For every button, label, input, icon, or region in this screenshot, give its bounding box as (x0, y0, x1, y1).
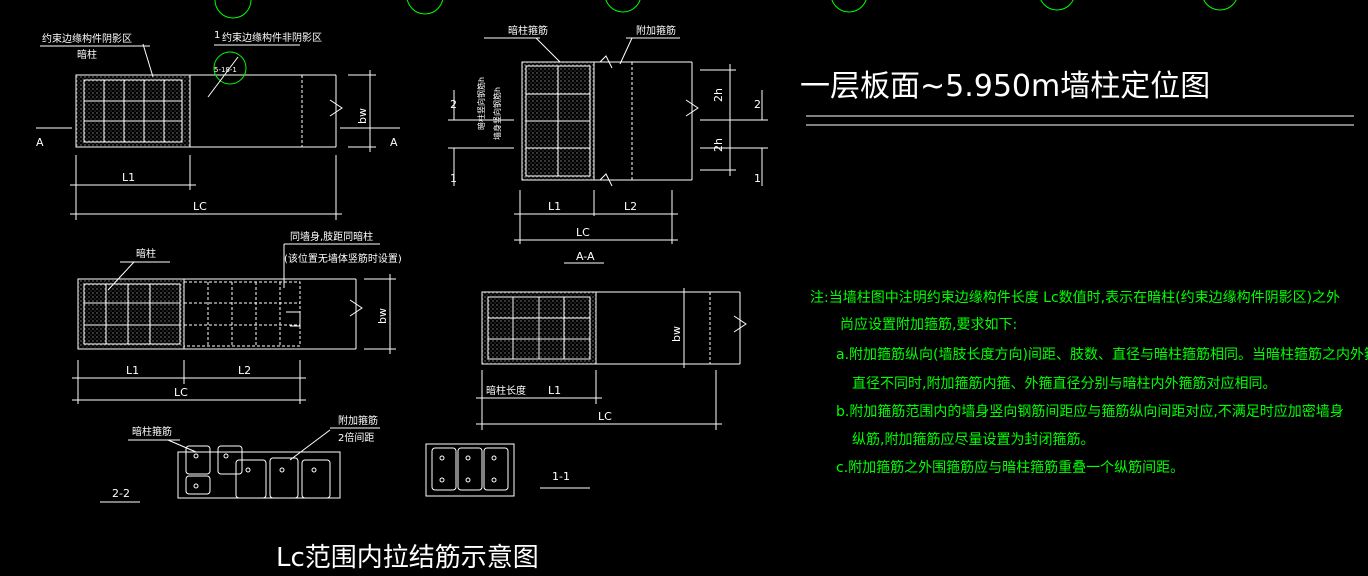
section-1-1: 1-1 (425, 443, 590, 497)
dim-lc: LC (193, 200, 207, 213)
section-num-2-left: 2 (450, 98, 457, 111)
dim-l1-mid: L1 (126, 364, 139, 377)
plan-top-left: 约束边缘构件阴影区 暗柱 1 约束边缘构件非阴影区 5-18-1 A A bw … (36, 30, 400, 220)
dim-2h-bottom: 2h (712, 138, 725, 152)
plan-mid-left: 暗柱 同墙身,肢距同暗柱 (该位置无墙体竖筋时设置) bw L1 L2 LC (72, 230, 402, 404)
label-extra-stirrup-top: 附加箍筋 (636, 24, 676, 37)
note-line-5: b.附加箍筋范围内的墙身竖向钢筋间距应与箍筋纵向间距对应,不满足时应加密墙身 (836, 403, 1344, 420)
label-nonshadow-prefix: 1 (214, 30, 220, 41)
dim-l1-right: L1 (548, 384, 561, 397)
note-line-2: 尚应设置附加箍筋,要求如下: (840, 316, 1017, 333)
label-col-length: 暗柱长度 (486, 384, 526, 397)
drawing-title-block: 一层板面~5.950m墙柱定位图 (800, 69, 1354, 126)
section-title-11: 1-1 (552, 470, 570, 483)
label-nonshadow-zone: 约束边缘构件非阴影区 (222, 31, 322, 44)
note-line-3: a.附加箍筋纵向(墙肢长度方向)间距、肢数、直径与暗柱箍筋相同。当暗柱箍筋之内外… (836, 346, 1368, 363)
label-shadow-zone: 约束边缘构件阴影区 (42, 32, 132, 45)
dim-l1-aa: L1 (548, 200, 561, 213)
section-mark-a-right: A (390, 136, 398, 149)
bubble-ref: 5-18-1 (214, 66, 237, 74)
section-num-2-right: 2 (754, 98, 761, 111)
note-line-7: c.附加箍筋之外围箍筋应与暗柱箍筋重叠一个纵筋间距。 (836, 459, 1184, 476)
grid-bubbles-top (214, 0, 1237, 19)
dim-bw-mid: bw (376, 308, 389, 324)
drawing-title: 一层板面~5.950m墙柱定位图 (800, 69, 1210, 104)
label-same-spacing: 同墙身,肢距同暗柱 (290, 230, 373, 243)
dim-l2-aa: L2 (624, 200, 637, 213)
label-hidden-stirrup-bottom: 暗柱箍筋 (132, 425, 172, 438)
section-a-a: 暗柱箍筋 附加箍筋 暗柱竖向钢筋h 墙身竖向钢筋h 2 2 1 1 2h 2h … (448, 24, 768, 264)
dim-l2-mid: L2 (238, 364, 251, 377)
label-hidden-column-mid: 暗柱 (136, 247, 156, 260)
dim-bw-right: bw (670, 326, 683, 342)
label-double-spacing: 2倍间距 (338, 431, 374, 444)
note-line-1: 注:当墙柱图中注明约束边缘构件长度 Lc数值时,表示在暗柱(约束边缘构件阴影区)… (810, 290, 1340, 306)
section-num-1-left: 1 (450, 172, 457, 185)
vertical-note-1: 暗柱竖向钢筋h (476, 77, 486, 130)
dim-lc-aa: LC (576, 226, 590, 239)
dim-bw: bw (356, 108, 369, 124)
section-title-aa: A-A (576, 250, 595, 263)
notes-block: 注:当墙柱图中注明约束边缘构件长度 Lc数值时,表示在暗柱(约束边缘构件阴影区)… (810, 290, 1368, 476)
label-hidden-stirrup-top: 暗柱箍筋 (508, 24, 548, 37)
section-mark-a-left: A (36, 136, 44, 149)
note-line-4: 直径不同时,附加箍筋内箍、外箍直径分别与暗柱内外箍筋对应相同。 (852, 375, 1276, 392)
label-paren: (该位置无墙体竖筋时设置) (284, 252, 402, 265)
dim-l1: L1 (122, 171, 135, 184)
vertical-note-2: 墙身竖向钢筋h (492, 87, 502, 140)
dim-2h-top: 2h (712, 88, 725, 102)
dim-lc-mid: LC (174, 386, 188, 399)
bottom-caption: Lc范围内拉结筋示意图 (276, 543, 539, 573)
label-extra-stirrup-bottom: 附加箍筋 (338, 414, 378, 427)
section-title-22: 2-2 (112, 487, 130, 500)
note-line-6: 纵筋,附加箍筋应尽量设置为封闭箍筋。 (852, 431, 1094, 448)
dim-lc-right: LC (598, 410, 612, 423)
plan-mid-right: bw 暗柱长度 L1 LC (476, 288, 747, 430)
label-hidden-column: 暗柱 (77, 48, 97, 61)
section-2-2: 暗柱箍筋 附加箍筋 2倍间距 2-2 (100, 414, 380, 503)
section-num-1-right: 1 (754, 172, 761, 185)
